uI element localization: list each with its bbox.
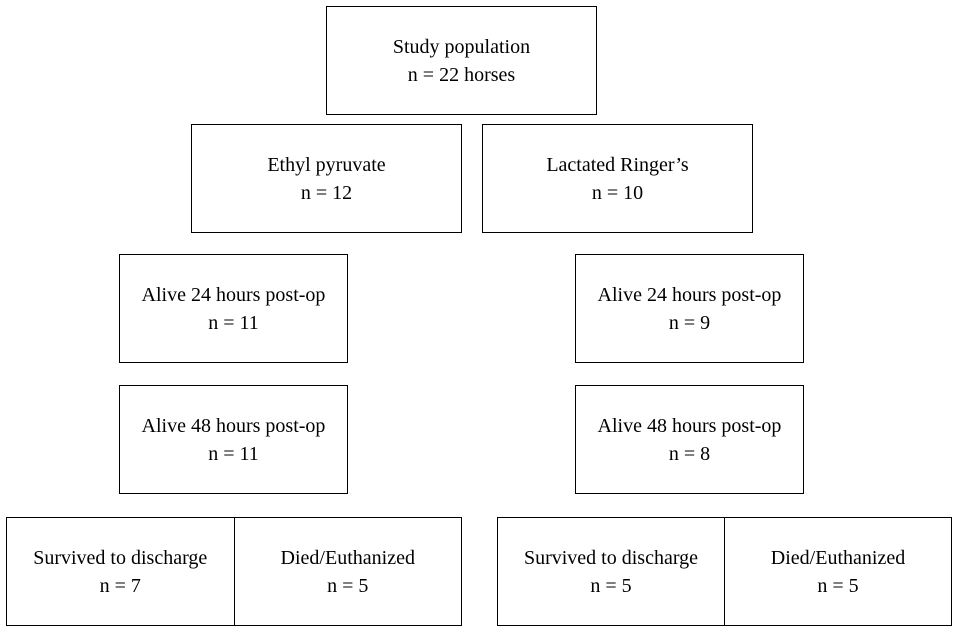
ethyl-alive-24h-title: Alive 24 hours post-op — [141, 283, 326, 306]
study-population-count: n = 22 horses — [407, 63, 516, 86]
lrs-outcome-box: Survived to discharge n = 5 Died/Euthani… — [497, 517, 952, 626]
ethyl-survived-cell: Survived to discharge n = 7 — [7, 518, 234, 625]
ethyl-alive-24h-count: n = 11 — [208, 311, 259, 334]
ethyl-survived-count: n = 7 — [99, 574, 141, 597]
ethyl-alive-48h-count: n = 11 — [208, 442, 259, 465]
lrs-alive-48h-box: Alive 48 hours post-op n = 8 — [575, 385, 804, 494]
ethyl-alive-48h-box: Alive 48 hours post-op n = 11 — [119, 385, 348, 494]
lrs-alive-24h-box: Alive 24 hours post-op n = 9 — [575, 254, 804, 363]
ethyl-survived-title: Survived to discharge — [33, 546, 208, 569]
lrs-survived-cell: Survived to discharge n = 5 — [498, 518, 724, 625]
ethyl-died-count: n = 5 — [327, 574, 369, 597]
study-population-box: Study population n = 22 horses — [326, 6, 597, 115]
lrs-survived-title: Survived to discharge — [523, 546, 699, 569]
ethyl-alive-24h-box: Alive 24 hours post-op n = 11 — [119, 254, 348, 363]
lrs-alive-24h-count: n = 9 — [668, 311, 711, 334]
ethyl-alive-48h-title: Alive 48 hours post-op — [141, 414, 326, 437]
study-population-title: Study population — [392, 35, 531, 58]
ethyl-pyruvate-title: Ethyl pyruvate — [267, 153, 386, 176]
lactated-ringers-box: Lactated Ringer’s n = 10 — [482, 124, 753, 233]
lrs-died-count: n = 5 — [817, 574, 859, 597]
ethyl-died-title: Died/Euthanized — [280, 546, 415, 569]
lrs-died-title: Died/Euthanized — [770, 546, 906, 569]
ethyl-outcome-box: Survived to discharge n = 7 Died/Euthani… — [6, 517, 462, 626]
ethyl-pyruvate-count: n = 12 — [300, 181, 353, 204]
lrs-alive-24h-title: Alive 24 hours post-op — [597, 283, 782, 306]
lrs-alive-48h-count: n = 8 — [668, 442, 711, 465]
lrs-died-cell: Died/Euthanized n = 5 — [724, 518, 951, 625]
ethyl-died-cell: Died/Euthanized n = 5 — [233, 518, 462, 625]
lrs-survived-count: n = 5 — [590, 574, 632, 597]
lrs-alive-48h-title: Alive 48 hours post-op — [597, 414, 782, 437]
ethyl-pyruvate-box: Ethyl pyruvate n = 12 — [191, 124, 462, 233]
lactated-ringers-count: n = 10 — [591, 181, 644, 204]
lactated-ringers-title: Lactated Ringer’s — [546, 153, 689, 176]
